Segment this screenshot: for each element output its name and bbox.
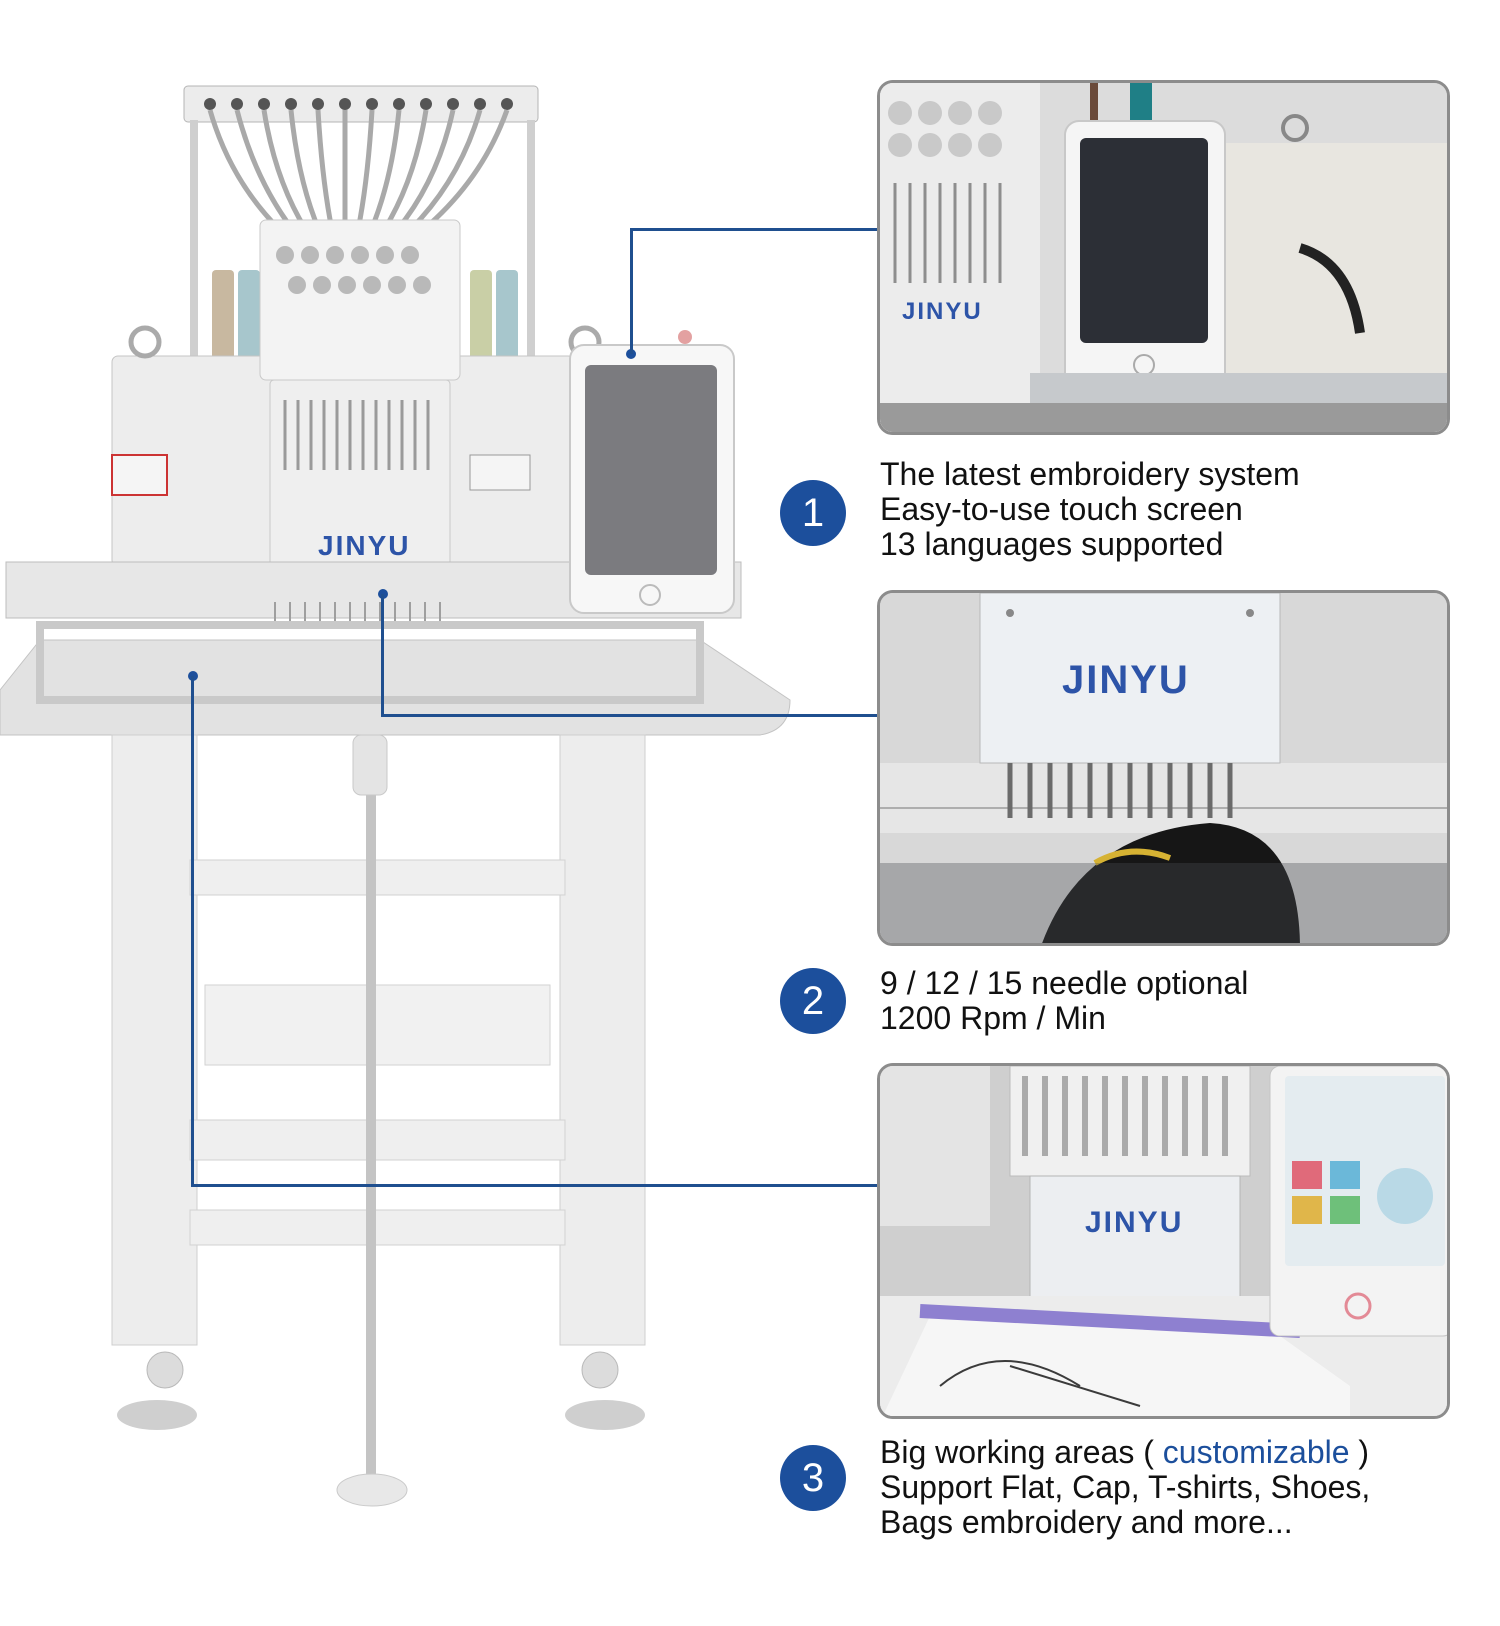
panel2-brand-logo: JINYU: [1062, 658, 1190, 702]
feature-3-line-1-start: Big working areas (: [880, 1434, 1163, 1470]
feature-caption-2: 9 / 12 / 15 needle optional 1200 Rpm / M…: [880, 966, 1248, 1036]
feature-1-line-2: Easy-to-use touch screen: [880, 491, 1243, 527]
feature-3-line-3: Bags embroidery and more...: [880, 1504, 1293, 1540]
feature-photo-needle-head: JINYU: [877, 590, 1450, 946]
feature-badge-2: 2: [780, 968, 846, 1034]
feature-3-line-1: Big working areas ( customizable ): [880, 1435, 1370, 1470]
feature-caption-3: Big working areas ( customizable ) Suppo…: [880, 1435, 1370, 1540]
embroidery-machine-illustration: [0, 85, 791, 1507]
feature-photo-working-area: JINYU: [877, 1063, 1450, 1419]
panel1-brand-logo: JINYU: [902, 298, 983, 325]
feature-1-line-3: 13 languages supported: [880, 526, 1224, 562]
panel3-brand-logo: JINYU: [1085, 1206, 1184, 1239]
feature-badge-1: 1: [780, 480, 846, 546]
feature-1-line-1: The latest embroidery system: [880, 456, 1300, 492]
feature-3-line-1-end: ): [1349, 1434, 1370, 1470]
feature-caption-1: The latest embroidery system Easy-to-use…: [880, 457, 1300, 562]
machine-brand-logo: JINYU: [318, 530, 411, 561]
feature-photo-touch-screen: JINYU: [877, 80, 1450, 435]
customizable-highlight: customizable: [1162, 1434, 1350, 1470]
feature-badge-3: 3: [780, 1445, 846, 1511]
feature-2-line-1: 9 / 12 / 15 needle optional: [880, 965, 1249, 1001]
feature-3-line-2: Support Flat, Cap, T-shirts, Shoes,: [880, 1469, 1371, 1505]
feature-2-line-2: 1200 Rpm / Min: [880, 1000, 1106, 1036]
